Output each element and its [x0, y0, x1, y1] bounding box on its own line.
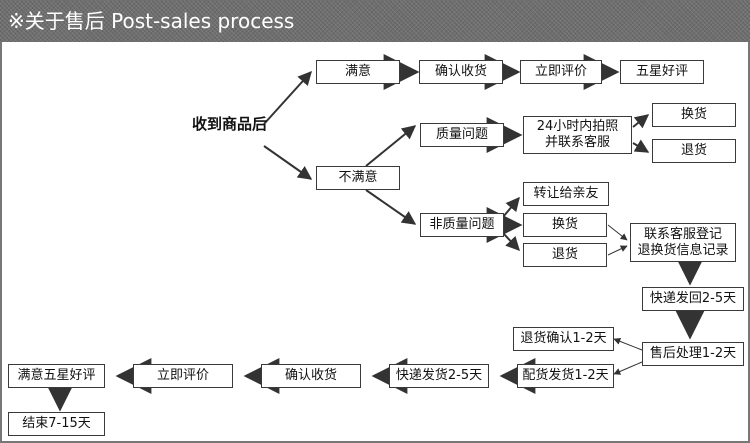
quality-return-box: 退货	[652, 139, 736, 163]
ship-back-box: 快递发回2-5天	[642, 287, 744, 311]
arrow-start-to-satisfied	[263, 70, 312, 125]
end-box: 结束7-15天	[8, 412, 105, 436]
bottom-five-star-box: 满意五星好评	[8, 364, 105, 388]
line-return-to-register	[607, 245, 628, 256]
bottom-evaluate-box: 立即评价	[133, 364, 233, 388]
refund-confirm-box: 退货确认1-2天	[513, 327, 614, 351]
non-quality-issue-box: 非质量问题	[420, 213, 504, 237]
flowchart-canvas: 收到商品后 满意 确认收货 立即评价 五星好评 不满意 质量问题 24小时内拍照…	[0, 42, 750, 443]
non-quality-exchange-box: 换货	[523, 213, 607, 237]
transfer-friend-box: 转让给亲友	[523, 182, 609, 206]
arrow-contact-to-return	[632, 139, 650, 153]
five-star-box: 五星好评	[620, 60, 704, 84]
non-quality-return-box: 退货	[523, 243, 607, 267]
arrow-unsatisfied-to-quality	[365, 125, 417, 167]
header-bar: ※关于售后 Post-sales process	[0, 0, 750, 42]
page-title: ※关于售后 Post-sales process	[8, 9, 295, 33]
unsatisfied-box: 不满意	[316, 166, 400, 190]
line-exchange-to-register	[607, 224, 628, 241]
register-box: 联系客服登记 退换货信息记录	[630, 223, 736, 262]
satisfied-box: 满意	[316, 60, 400, 84]
contact-service-box: 24小时内拍照 并联系客服	[523, 116, 632, 154]
connector-layer	[42, 54, 708, 412]
express-ship-box: 快递发货2-5天	[389, 364, 489, 388]
line-aftersales-to-refund	[613, 338, 643, 351]
reissue-box: 配货发货1-2天	[517, 364, 614, 388]
confirm-receipt-box: 确认收货	[419, 60, 503, 84]
arrow-nonquality-to-transfer	[502, 196, 520, 218]
arrow-contact-to-exchange	[632, 114, 650, 129]
evaluate-box: 立即评价	[520, 60, 602, 84]
after-sales-box: 售后处理1-2天	[642, 342, 744, 366]
start-label: 收到商品后	[192, 115, 268, 133]
arrow-start-to-unsatisfied	[263, 145, 313, 180]
arrow-unsatisfied-to-nonquality	[365, 189, 417, 225]
bottom-confirm-box: 确认收货	[261, 364, 361, 388]
line-aftersales-to-reissue	[613, 361, 643, 375]
quality-exchange-box: 换货	[652, 103, 736, 127]
quality-issue-box: 质量问题	[420, 123, 504, 147]
arrow-nonquality-to-return	[502, 232, 520, 252]
